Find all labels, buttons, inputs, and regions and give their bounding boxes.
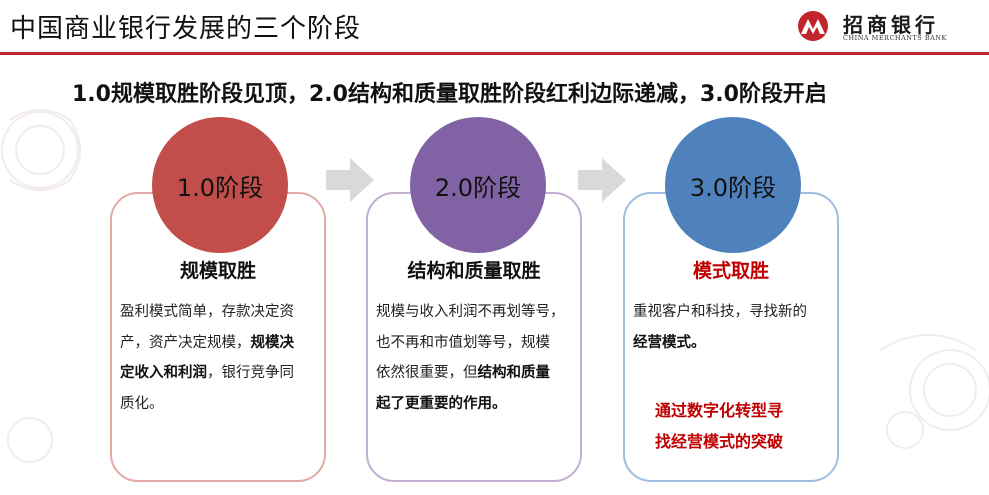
emphasis-text: 规模决 [250,334,295,351]
text-line: 找经营模式的突破 [655,432,784,451]
bank-logo-icon [798,11,828,41]
text-line: 依然很重要，但结构和质量 [376,358,588,389]
stage-3-circle: 3.0阶段 [665,117,801,253]
text-line: 产，资产决定规模，规模决 [120,328,325,359]
text-line: 盈利模式简单，存款决定资 [120,304,294,320]
stage-1-title: 规模取胜 [179,260,256,282]
text-line: 起了更重要的作用。 [376,389,588,420]
stage-2-title: 结构和质量取胜 [407,260,541,282]
stage-3-title: 模式取胜 [692,260,769,282]
stage-3-description: 重视客户和科技，寻找新的 经营模式。 [633,297,838,358]
arrow-right-icon [326,158,374,202]
page-title: 中国商业银行发展的三个阶段 [10,14,362,44]
text-line: 规模与收入利润不再划等号， [376,304,565,320]
text-line: 重视客户和科技，寻找新的 [633,304,807,320]
stage-1-description: 盈利模式简单，存款决定资 产，资产决定规模，规模决 定收入和利润，银行竞争同 质… [120,297,325,419]
header-divider [0,52,989,55]
text-span: ，银行竞争同 [207,365,294,381]
text-line: 经营模式。 [633,328,838,359]
text-line: 通过数字化转型寻 [655,401,784,420]
stage-3-highlight: 通过数字化转型寻 找经营模式的突破 [655,395,783,457]
stage-2-circle: 2.0阶段 [410,117,546,253]
emphasis-text: 结构和质量 [477,365,551,381]
text-span: 依然很重要，但 [376,365,478,381]
stage-2-description: 规模与收入利润不再划等号， 也不再和市值划等号，规模 依然很重要，但结构和质量 … [376,297,588,419]
text-span: 产，资产决定规模， [120,334,251,351]
emphasis-text: 定收入和利润 [120,365,207,381]
page-subtitle: 1.0规模取胜阶段见顶，2.0结构和质量取胜阶段红利边际递减，3.0阶段开启 [72,82,827,107]
text-line: 也不再和市值划等号，规模 [376,334,550,351]
arrow-right-icon [578,158,626,202]
logo-english-name: CHINA MERCHANTS BANK [843,34,947,42]
logo-chinese-name: 招商银行 [843,13,939,37]
text-line: 质化。 [120,395,164,412]
stage-1-circle: 1.0阶段 [152,117,288,253]
emphasis-text: 经营模式。 [633,334,706,351]
text-line: 定收入和利润，银行竞争同 [120,358,325,389]
bank-logo: 招商银行 CHINA MERCHANTS BANK [795,10,975,46]
emphasis-text: 起了更重要的作用。 [376,395,507,412]
